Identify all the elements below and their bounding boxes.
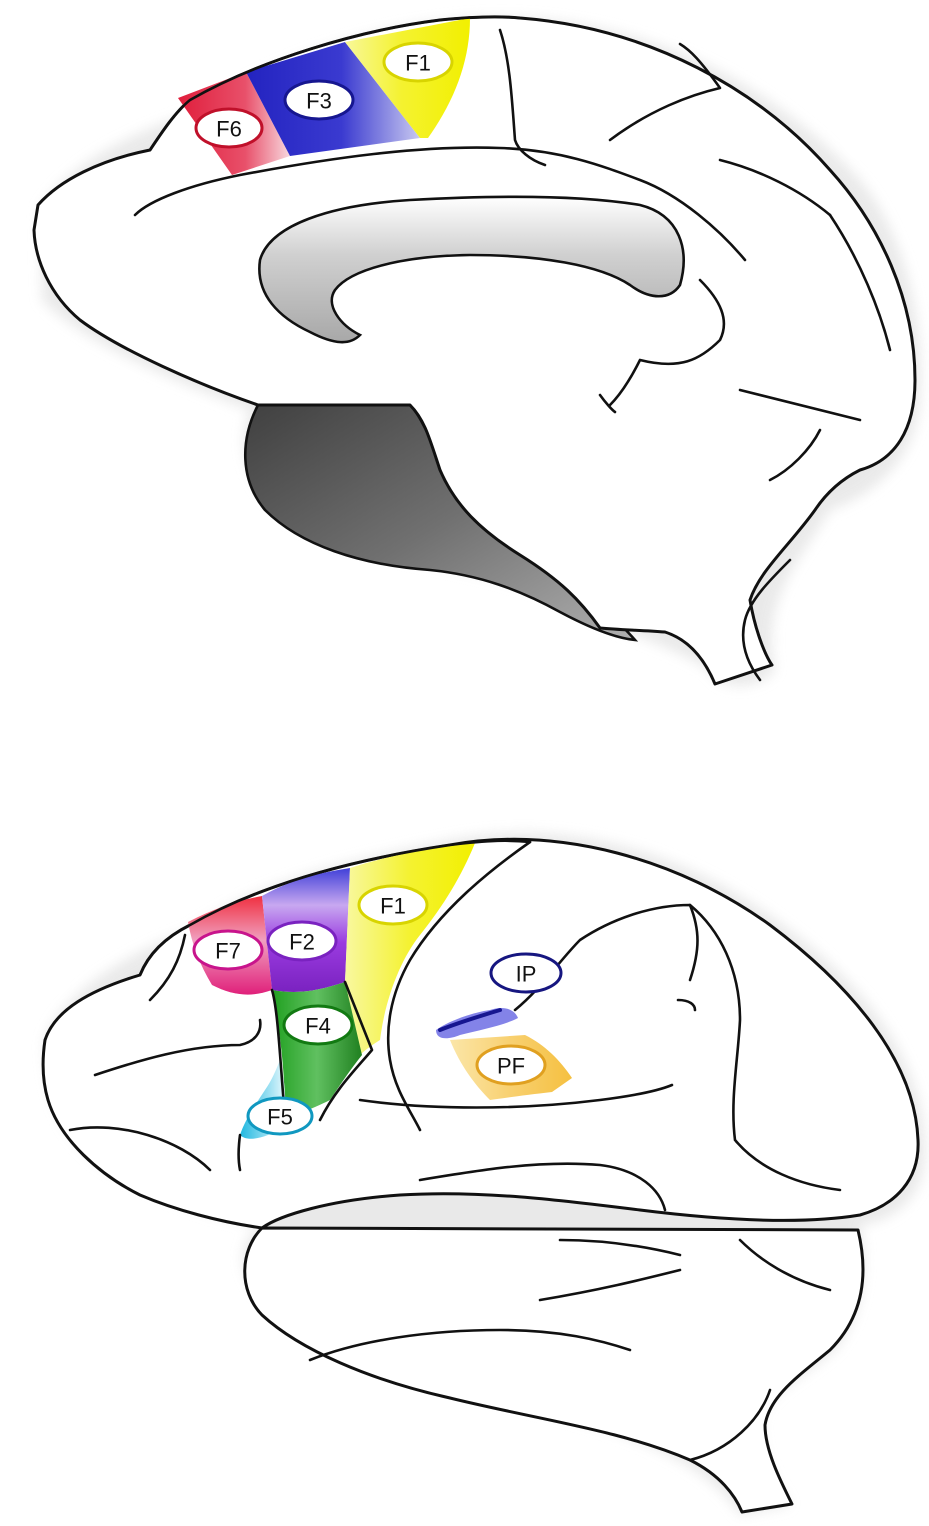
lateral-area-IP-label: IP: [491, 954, 561, 992]
svg-text:F1: F1: [405, 51, 431, 76]
lateral-area-PF-label: PF: [477, 1046, 545, 1084]
lateral-area-F4-label: F4: [284, 1006, 352, 1044]
svg-text:PF: PF: [497, 1054, 525, 1079]
svg-text:F4: F4: [305, 1014, 331, 1039]
svg-text:IP: IP: [516, 962, 537, 987]
svg-text:F7: F7: [215, 939, 241, 964]
medial-brain-view: F6 F3 F1: [34, 17, 921, 686]
svg-text:F1: F1: [380, 894, 406, 919]
lateral-area-F7-label: F7: [194, 931, 262, 969]
svg-text:F6: F6: [216, 117, 242, 142]
svg-text:F5: F5: [267, 1105, 293, 1130]
medial-area-F3-label: F3: [285, 81, 353, 119]
lateral-temporal-cerebellum: [245, 1228, 863, 1512]
medial-area-F6-label: F6: [196, 109, 262, 147]
medial-area-F1-label: F1: [384, 43, 452, 81]
lateral-area-F5-label: F5: [248, 1098, 312, 1134]
svg-text:F2: F2: [289, 930, 315, 955]
lateral-area-F1-label: F1: [359, 886, 427, 924]
lateral-brain-view: F7 F2 F1 F4 F5 IP PF: [43, 833, 926, 1515]
lateral-area-F2-label: F2: [268, 922, 336, 960]
svg-text:F3: F3: [306, 89, 332, 114]
